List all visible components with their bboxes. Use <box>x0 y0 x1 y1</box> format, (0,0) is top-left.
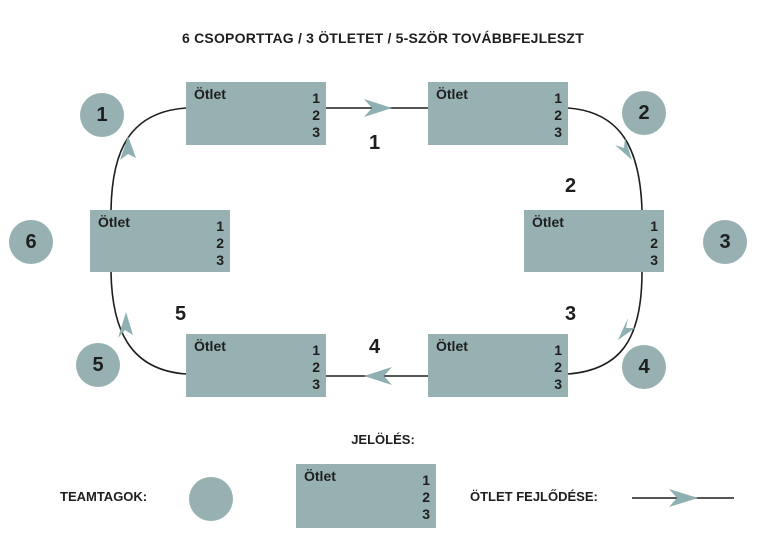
legend-arrowhead <box>669 489 698 507</box>
iteration-step-3: 3 <box>565 303 577 325</box>
iteration-step-2: 2 <box>565 175 577 197</box>
legend-arrow-label: ÖTLET FEJLŐDÉSE: <box>470 489 598 504</box>
idea-number-1: 1 <box>554 90 562 106</box>
team-member-circle-2: 2 <box>622 91 666 135</box>
iteration-step-4: 4 <box>369 336 381 358</box>
idea-number-2: 2 <box>312 107 320 123</box>
idea-box-team-4: Ötlet 1 2 3 <box>428 334 568 397</box>
idea-box-label: Ötlet <box>194 338 226 354</box>
team-member-circle-6: 6 <box>9 220 53 264</box>
idea-number-3: 3 <box>650 252 658 268</box>
idea-number-3: 3 <box>216 252 224 268</box>
connector-3-4 <box>567 271 643 375</box>
idea-box-label: Ötlet <box>304 468 336 484</box>
iteration-step-1: 1 <box>369 132 381 154</box>
idea-number-1: 1 <box>312 342 320 358</box>
idea-number-3: 3 <box>312 124 320 140</box>
idea-number-3: 3 <box>554 124 562 140</box>
idea-box-team-3: Ötlet 1 2 3 <box>524 210 664 272</box>
idea-number-1: 1 <box>216 218 224 234</box>
idea-number-3: 3 <box>554 376 562 392</box>
idea-box-team-2: Ötlet 1 2 3 <box>428 82 568 145</box>
idea-box-label: Ötlet <box>98 214 130 230</box>
arrowhead-1-2 <box>364 99 392 117</box>
idea-box-label: Ötlet <box>532 214 564 230</box>
idea-number-1: 1 <box>554 342 562 358</box>
idea-box-team-1: Ötlet 1 2 3 <box>186 82 326 145</box>
idea-box-label: Ötlet <box>436 338 468 354</box>
legend-team-circle <box>189 477 233 521</box>
team-member-circle-3: 3 <box>703 220 747 264</box>
arrowhead-6-1 <box>120 136 136 160</box>
idea-number-2: 2 <box>650 235 658 251</box>
idea-box-team-5: Ötlet 1 2 3 <box>186 334 326 397</box>
legend-team-label: TEAMTAGOK: <box>60 489 148 504</box>
idea-number-3: 3 <box>312 376 320 392</box>
idea-number-1: 1 <box>312 90 320 106</box>
idea-number-1: 1 <box>650 218 658 234</box>
arrowhead-2-3 <box>615 138 632 160</box>
idea-box-label: Ötlet <box>436 86 468 102</box>
team-member-circle-4: 4 <box>622 345 666 389</box>
idea-number-2: 2 <box>216 235 224 251</box>
idea-number-3: 3 <box>422 506 430 522</box>
idea-number-2: 2 <box>312 359 320 375</box>
idea-box-label: Ötlet <box>194 86 226 102</box>
legend-idea-box: Ötlet 1 2 3 <box>296 464 436 528</box>
connector-5-6 <box>110 271 187 375</box>
connector-2-3 <box>567 107 643 211</box>
arrowhead-5-6 <box>118 312 133 338</box>
arrowhead-4-5 <box>364 367 392 385</box>
team-member-circle-5: 5 <box>76 343 120 387</box>
team-member-circle-1: 1 <box>80 93 124 137</box>
arrowhead-3-4 <box>618 318 635 340</box>
idea-number-1: 1 <box>422 472 430 488</box>
idea-number-2: 2 <box>422 489 430 505</box>
iteration-step-5: 5 <box>175 303 187 325</box>
diagram-title: 6 CSOPORTTAG / 3 ÖTLETET / 5-SZÖR TOVÁBB… <box>182 30 584 46</box>
idea-number-2: 2 <box>554 107 562 123</box>
idea-number-2: 2 <box>554 359 562 375</box>
idea-box-team-6: Ötlet 1 2 3 <box>90 210 230 272</box>
legend-heading: JELÖLÉS: <box>351 432 415 447</box>
